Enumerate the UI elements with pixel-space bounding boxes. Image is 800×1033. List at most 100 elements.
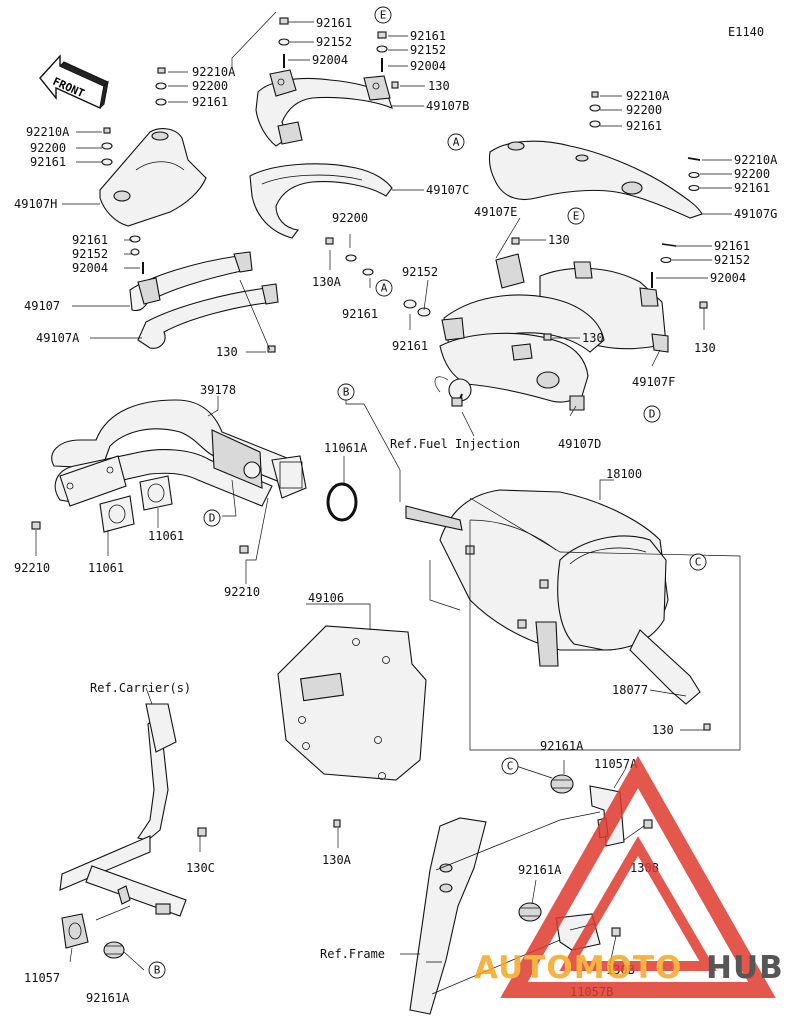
exhaust-pipe-39178 <box>51 399 307 507</box>
callout-a-2: A <box>375 279 393 297</box>
label-92004-rf: 92004 <box>710 271 746 285</box>
damper-92161a-left <box>103 941 125 959</box>
label-92161-c: 92161 <box>342 307 378 321</box>
label-92161-l: 92161 <box>192 95 228 109</box>
gasket-11061 <box>99 475 173 533</box>
diagram-code: E1140 <box>728 25 764 39</box>
label-92200-l: 92200 <box>192 79 228 93</box>
label-92161a-l: 92161A <box>86 991 130 1005</box>
label-130-muffler: 130 <box>652 723 674 737</box>
label-130-ml: 130 <box>216 345 238 359</box>
svg-text:C: C <box>695 556 702 569</box>
hardware-stack-top-center <box>278 17 399 89</box>
callout-e-1: E <box>374 6 392 24</box>
watermark-brand-part1: AUTOMOTO <box>474 950 682 986</box>
nuts-92210 <box>31 521 249 554</box>
gasket-11061a <box>326 482 358 522</box>
label-11061a: 11061A <box>324 441 368 455</box>
label-92210a-l: 92210A <box>192 65 236 79</box>
svg-text:B: B <box>343 386 350 399</box>
label-ref-carrier: Ref.Carrier(s) <box>90 681 191 695</box>
heat-cover-49107b <box>255 69 393 147</box>
label-92161a-b: 92161A <box>518 863 562 877</box>
heat-shield-49106 <box>277 625 427 781</box>
label-ref-frame: Ref.Frame <box>320 947 385 961</box>
label-92152-rf: 92152 <box>714 253 750 267</box>
label-49107: 49107 <box>24 299 60 313</box>
label-92210-r: 92210 <box>224 585 260 599</box>
label-92161-rr: 92161 <box>734 181 770 195</box>
svg-text:B: B <box>154 964 161 977</box>
svg-text:A: A <box>381 282 388 295</box>
callout-e-2: E <box>567 207 585 225</box>
label-130-rr: 130 <box>694 341 716 355</box>
label-92152-ml: 92152 <box>72 247 108 261</box>
label-130a-c: 130A <box>312 275 342 289</box>
label-49107g: 49107G <box>734 207 777 221</box>
label-92152-c: 92152 <box>402 265 438 279</box>
watermark-logo: AUTOMOTO HUB <box>474 755 784 998</box>
heat-cover-49107h <box>99 128 207 227</box>
label-92161-c2: 92161 <box>392 339 428 353</box>
label-92210-l: 92210 <box>14 561 50 575</box>
svg-text:E: E <box>380 9 387 22</box>
label-49107f: 49107F <box>632 375 675 389</box>
label-49107b: 49107B <box>426 99 469 113</box>
svg-text:D: D <box>209 512 216 525</box>
callout-d-1: D <box>643 405 661 423</box>
bolt-130c <box>197 827 207 837</box>
damper-92161a-top <box>550 774 574 794</box>
label-92004-tc: 92004 <box>312 53 348 67</box>
callout-d-2: D <box>203 509 221 527</box>
label-92004-ml: 92004 <box>72 261 108 275</box>
label-92210a-r: 92210A <box>626 89 670 103</box>
bolt-130-muffler <box>703 723 711 731</box>
hardware-right-middle <box>325 237 708 341</box>
label-18100: 18100 <box>606 467 642 481</box>
o2-sensor-icon <box>434 376 472 407</box>
hardware-stack-top-right <box>589 91 701 288</box>
svg-text:C: C <box>507 760 514 773</box>
label-49106: 49106 <box>308 591 344 605</box>
label-92161-tc: 92161 <box>316 16 352 30</box>
label-130-re: 130 <box>548 233 570 247</box>
svg-text:E: E <box>573 210 580 223</box>
svg-text:D: D <box>649 408 656 421</box>
frame-section <box>409 817 487 1015</box>
label-11057a: 11057A <box>594 757 638 771</box>
watermark-brand-part2: HUB <box>706 950 784 986</box>
label-92161-ll: 92161 <box>30 155 66 169</box>
bolt-130a-shield <box>333 819 341 828</box>
svg-text:A: A <box>453 136 460 149</box>
label-11057: 11057 <box>24 971 60 985</box>
callout-a-1: A <box>447 133 465 151</box>
label-130-tr: 130 <box>428 79 450 93</box>
label-92200-c: 92200 <box>332 211 368 225</box>
label-92161-r: 92161 <box>626 119 662 133</box>
label-49107a: 49107A <box>36 331 80 345</box>
heat-cover-49107a <box>137 283 279 349</box>
label-39178: 39178 <box>200 383 236 397</box>
label-92200-rr: 92200 <box>734 167 770 181</box>
label-49107h: 49107H <box>14 197 57 211</box>
label-11061-r: 11061 <box>148 529 184 543</box>
label-92004-tr: 92004 <box>410 59 446 73</box>
label-92210a-ll: 92210A <box>26 125 70 139</box>
label-49107c: 49107C <box>426 183 469 197</box>
label-92200-ll: 92200 <box>30 141 66 155</box>
label-11061-l: 11061 <box>88 561 124 575</box>
front-arrow-icon: FRONT <box>39 54 109 110</box>
label-49107d: 49107D <box>558 437 601 451</box>
muffler-18100 <box>405 489 701 705</box>
label-130a-shield: 130A <box>322 853 352 867</box>
callout-b-2: B <box>148 961 166 979</box>
label-92161-tr: 92161 <box>410 29 446 43</box>
label-92152-tr: 92152 <box>410 43 446 57</box>
label-92152-tc: 92152 <box>316 35 352 49</box>
callout-c-2: C <box>501 757 519 775</box>
label-92161a-t: 92161A <box>540 739 584 753</box>
label-92210a-rr: 92210A <box>734 153 778 167</box>
label-ref-fuel-injection: Ref.Fuel Injection <box>390 437 520 451</box>
callout-b-1: B <box>337 383 355 401</box>
